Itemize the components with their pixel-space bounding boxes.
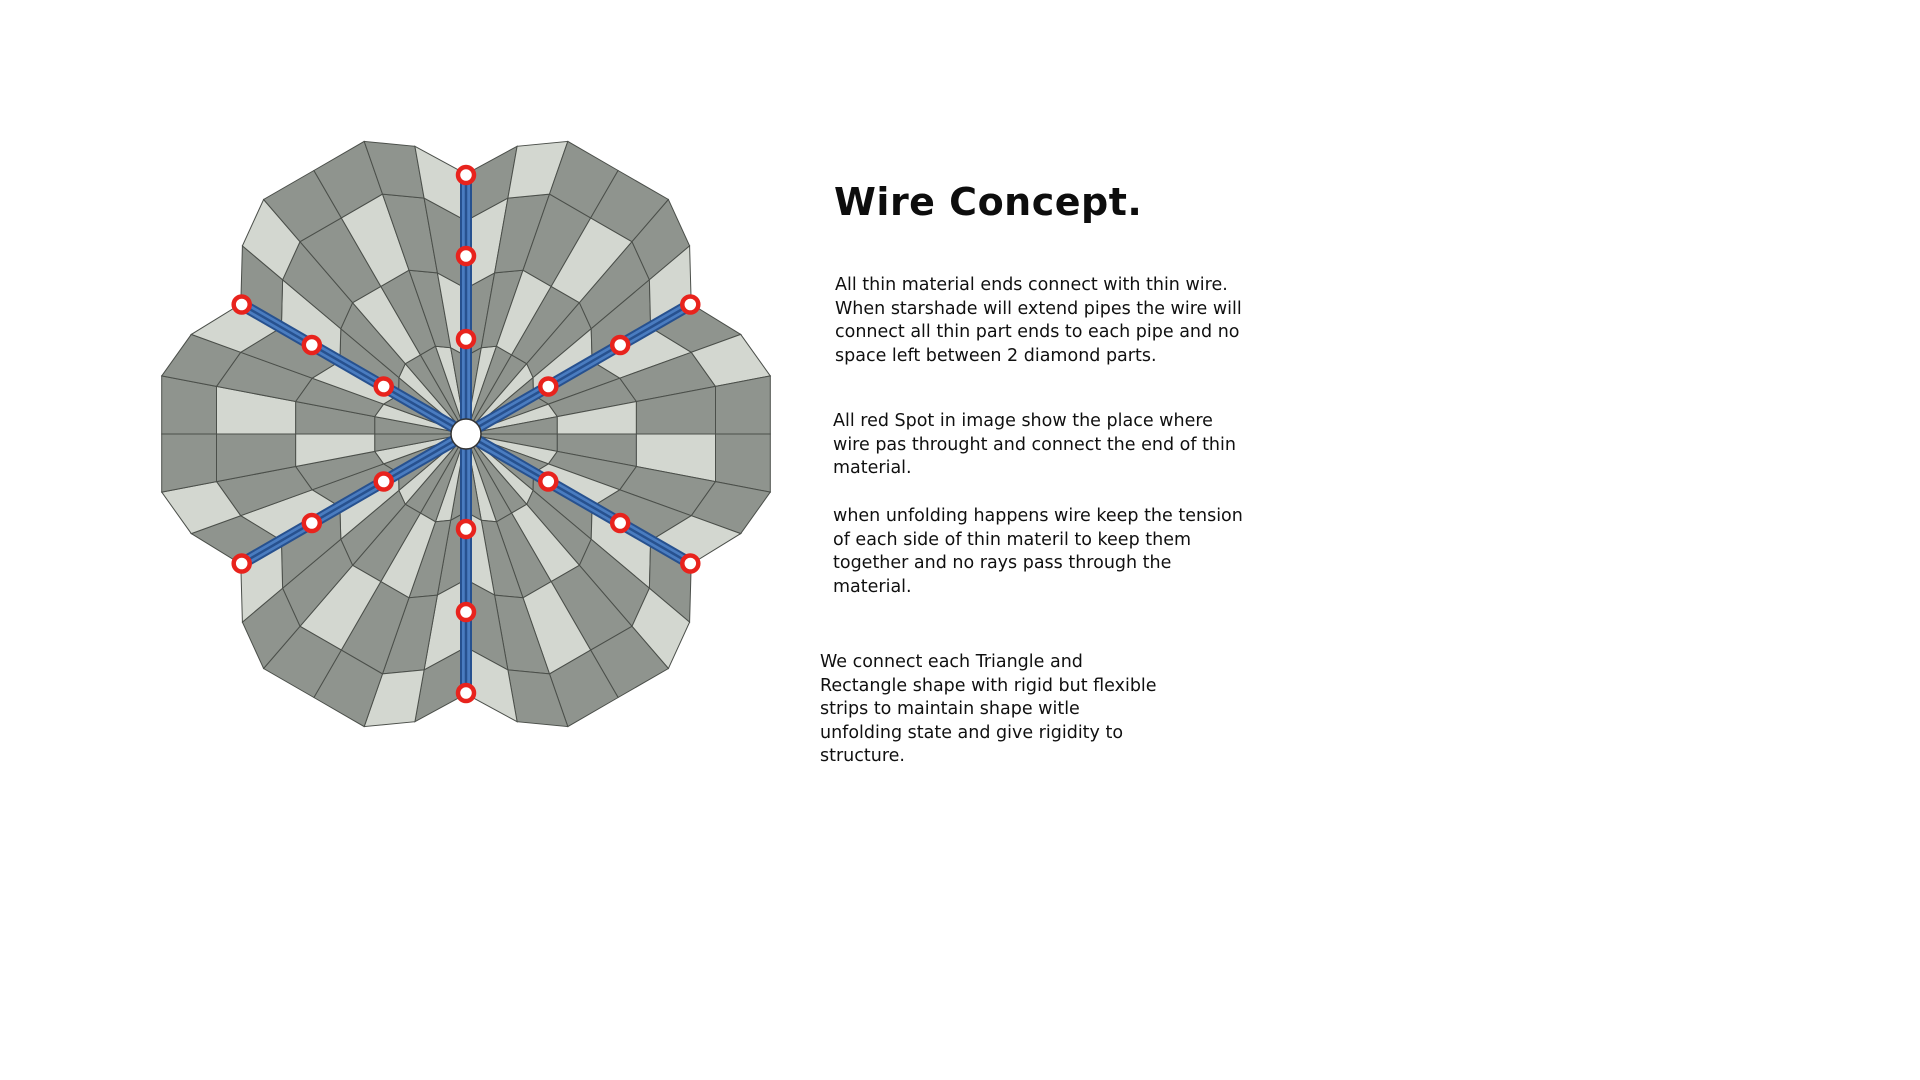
membrane-panel [715,375,771,435]
paragraph-red-spots: All red Spot in image show the place whe… [833,411,1236,478]
starshade-wire-diagram [160,140,772,728]
red-spot [538,376,559,397]
paragraph-rigid-strips: We connect each Triangle and Rectangle s… [820,652,1157,766]
red-spot [455,245,477,267]
wire-spoke-centerline [465,432,692,566]
red-spot [538,471,559,492]
wire-spoke-centerline [240,302,467,436]
red-spot [373,376,394,397]
red-spot [455,518,477,540]
red-spot [455,164,477,186]
red-spot [680,553,701,574]
red-spot [609,334,631,356]
red-spot [455,601,477,623]
paragraph-unfolding-tension: when unfolding happens wire keep the ten… [833,506,1243,597]
red-spot [301,334,323,356]
wire-spoke-centerline [465,302,692,436]
red-spot [231,553,252,574]
red-spot [231,294,252,315]
membrane-panel [161,433,217,493]
red-spot [455,682,477,704]
wire-spoke-centerline [240,432,467,566]
paragraph-wire-connection: All thin material ends connect with thin… [835,275,1242,366]
page-title: Wire Concept. [834,180,1143,224]
red-spot [301,512,323,534]
red-spot [373,471,394,492]
center-hub [450,418,482,450]
red-spot [609,512,631,534]
red-spot [455,328,477,350]
red-spot [680,294,701,315]
